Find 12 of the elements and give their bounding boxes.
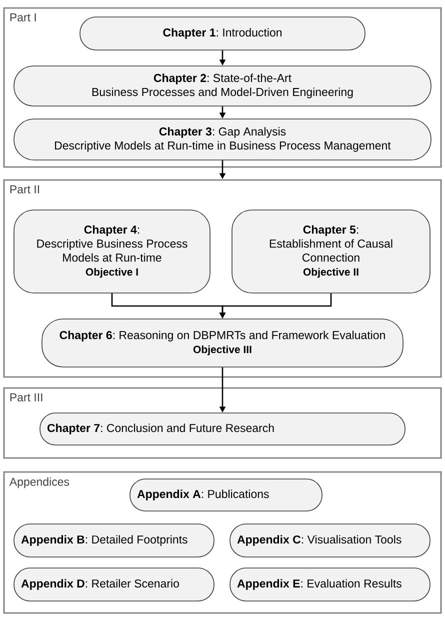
chapter-box: Chapter 1: Introduction <box>80 16 366 50</box>
chapter-box: Chapter 5: Establishment of Causal Connection Objective II <box>232 210 430 294</box>
chapter-box: Chapter 2: State-of-the-Art Business Processes and Model-Driven Engineering <box>14 66 432 106</box>
chapter-box: Chapter 6: Reasoning on DBPMRTs and Framework Evaluation Objective III <box>42 318 404 368</box>
appendix-box: Appendix E: Evaluation Results <box>230 568 430 602</box>
appendix-box: Appendix B: Detailed Footprints <box>14 524 214 558</box>
appendix-box: Appendix A: Publications <box>130 478 322 512</box>
chapter-box: Chapter 4: Descriptive Business Process Models at Run-time Objective I <box>14 210 210 294</box>
appendix-box: Appendix D: Retailer Scenario <box>14 568 214 602</box>
appendix-box: Appendix C: Visualisation Tools <box>230 524 430 558</box>
chapter-box: Chapter 3: Gap Analysis Descriptive Models at Run-time in Business Process Management <box>14 118 432 160</box>
chapter-box: Chapter 7: Conclusion and Future Research <box>40 412 406 446</box>
